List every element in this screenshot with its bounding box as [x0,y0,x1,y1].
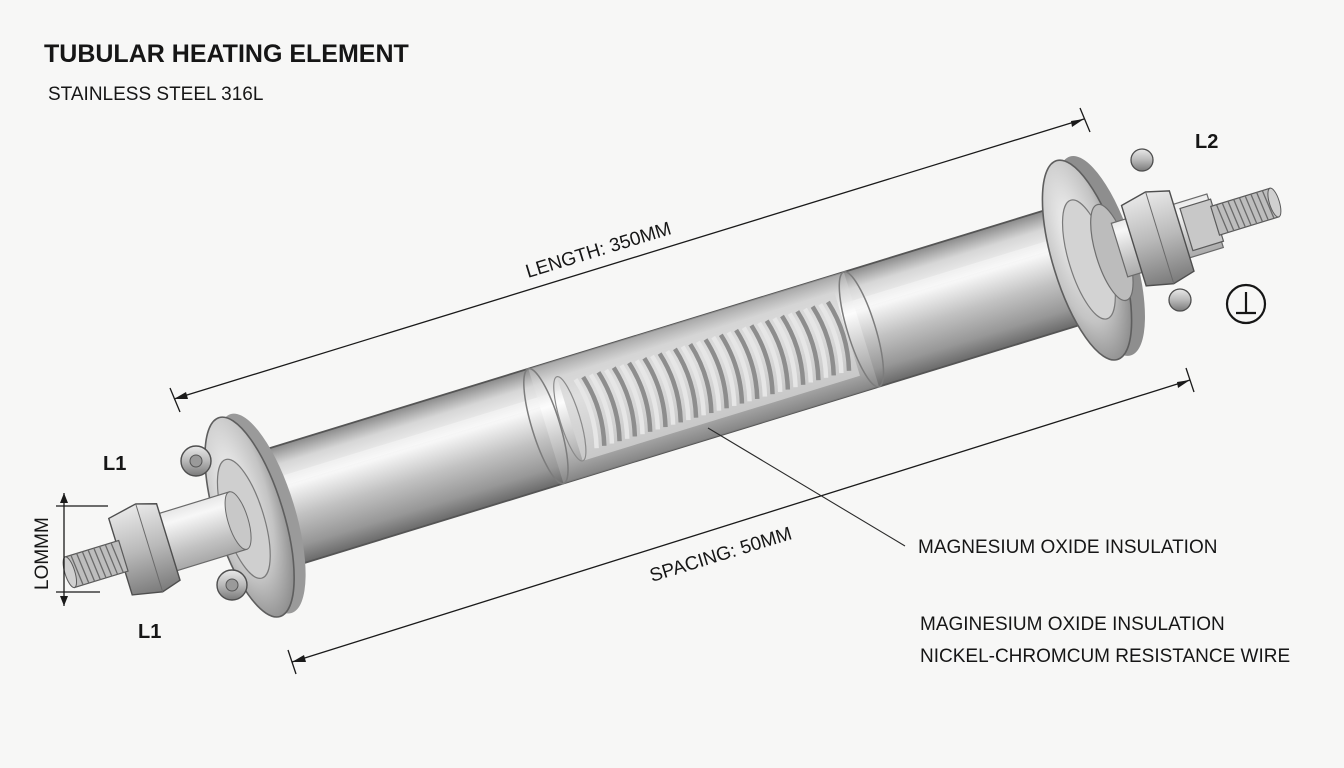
thread-line [70,554,84,586]
terminal-l2: L2 [1195,131,1218,153]
length-label: LENGTH: 350MM [523,218,674,282]
coil-turn [573,378,599,449]
length-dimension [169,107,1091,413]
diameter-label: LOMMM [32,517,53,590]
coil-turn [627,361,653,432]
coil-turn [657,352,684,423]
spacing-dimension [287,367,1195,675]
thread-line [81,551,96,582]
coil-turn [581,375,607,446]
thread-line [87,549,101,580]
coil-turn [780,314,806,385]
bolt-icon [216,569,248,601]
resistance-coil [573,300,852,449]
terminal-l1-bottom: L1 [138,621,161,643]
coil-turn [604,368,630,439]
left-terminal [62,491,252,596]
diameter-dimension [56,493,108,606]
ground-icon [1225,283,1267,325]
coil-turn [825,300,852,371]
coil-turn [642,357,668,428]
insulation-callout: MAGNESIUM OXIDE INSULATION [918,537,1217,558]
bolt-icon [180,445,212,477]
thread-line [1221,202,1235,231]
coil-turn [795,310,821,381]
coil-turn [665,350,691,421]
thread-line [1256,192,1269,221]
thread-line [1215,204,1229,233]
spacing-label: SPACING: 50MM [647,523,794,586]
coil-turn [703,338,729,409]
coil-turn [757,321,783,392]
coil-turn [818,303,844,374]
coil-turn [787,312,814,383]
cutaway-window [523,271,885,485]
thread-line [110,542,124,573]
right-flange [1041,156,1145,361]
terminal-l1-top: L1 [103,453,126,475]
flange-bolts [180,148,1192,601]
coil-turn [734,328,760,399]
coil-turn [619,364,645,435]
coil-turn [726,331,752,402]
thread-line [98,546,113,577]
thread-line [76,553,90,584]
coil-turn [695,340,722,411]
coil-turn [749,324,775,395]
wire-callout: NICKEL-CHROMCUM RESISTANCE WIRE [920,646,1290,667]
coil-turn [741,326,768,397]
coil-turn [611,366,638,437]
thread-line [104,544,119,575]
coil-turn [650,354,676,425]
coil-turn [718,333,745,404]
coil-turn [634,359,661,430]
thread-line [93,547,107,579]
coil-turn [711,335,737,407]
coil-turn [803,307,829,378]
thread-line [1238,197,1252,226]
page-title: TUBULAR HEATING ELEMENT [44,40,409,68]
tube-assembly [62,156,1282,618]
bolt-icon [1168,288,1192,312]
coil-turn [673,347,699,418]
thread-line [1233,199,1246,228]
coil-turn [764,319,791,390]
insulation-callout-secondary: MAGINESIUM OXIDE INSULATION [920,614,1225,635]
thread-line [1244,195,1258,224]
thread-line [1250,193,1264,223]
right-terminal [1110,187,1282,287]
coil-turn [772,317,798,388]
material-subtitle: STAINLESS STEEL 316L [48,84,263,105]
coil-turn [588,373,615,444]
coil-turn [810,305,836,376]
coil-turn [596,371,622,442]
thread-line [1261,190,1275,219]
thread-line [1227,200,1241,230]
insulation-leader [707,427,906,547]
bolt-icon [1130,148,1154,172]
coil-turn [680,345,706,416]
coil-turn [688,342,714,414]
